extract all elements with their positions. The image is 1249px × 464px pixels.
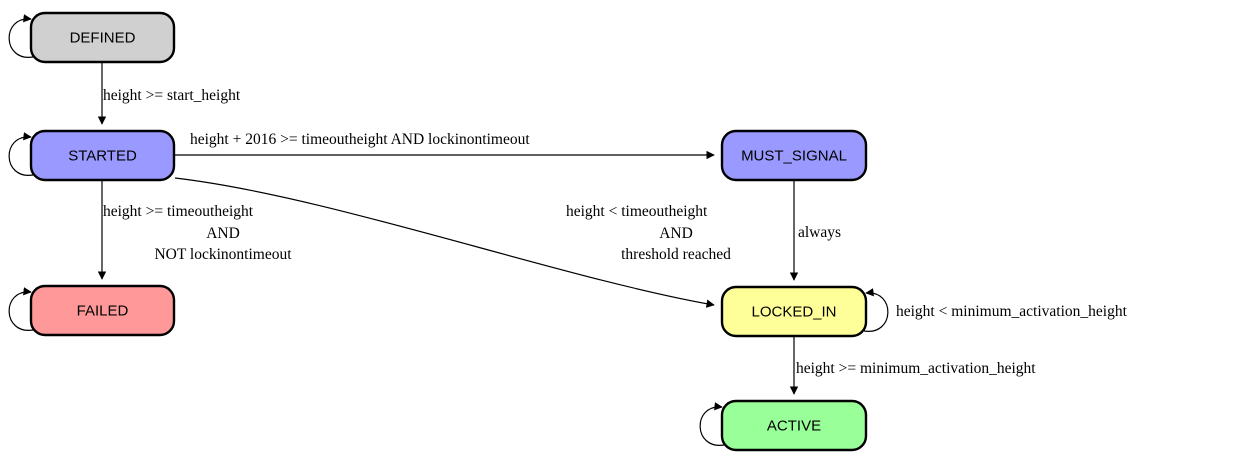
state-label-started: STARTED	[68, 147, 137, 164]
state-label-must-signal: MUST_SIGNAL	[741, 147, 847, 164]
edge-label-started-to-failed: height >= timeoutheight AND NOT lockinon…	[103, 203, 292, 263]
edge-label-line: AND	[659, 225, 693, 242]
state-node-defined[interactable]: DEFINED	[29, 11, 176, 64]
edge-label-line: threshold reached	[621, 246, 731, 263]
state-label-locked-in: LOCKED_IN	[751, 303, 836, 320]
state-box-active[interactable]	[720, 399, 868, 452]
state-box-started[interactable]	[29, 129, 176, 182]
edge-label-line: always	[798, 224, 841, 241]
state-node-locked-in[interactable]: LOCKED_IN	[720, 285, 868, 338]
self-loop-failed	[8, 287, 34, 331]
self-loop-active	[699, 402, 725, 446]
state-node-active[interactable]: ACTIVE	[720, 399, 868, 452]
state-node-failed[interactable]: FAILED	[29, 284, 176, 337]
edge-label-locked-in-to-active: height >= minimum_activation_height	[796, 360, 1036, 377]
edge-label-line: height < timeoutheight	[566, 203, 708, 220]
self-loop-started	[8, 132, 34, 176]
state-box-defined[interactable]	[29, 11, 176, 64]
state-box-must-signal[interactable]	[720, 129, 868, 182]
edge-label-locked-in-self-loop: height < minimum_activation_height	[896, 303, 1128, 320]
state-box-failed[interactable]	[29, 284, 176, 337]
edge-label-line: NOT lockinontimeout	[154, 246, 292, 263]
edge-label-started-to-locked-in: height < timeoutheight AND threshold rea…	[566, 203, 731, 263]
state-box-locked-in[interactable]	[720, 285, 868, 338]
edge-label-defined-to-started: height >= start_height	[103, 87, 241, 104]
self-loop-defined	[8, 14, 34, 58]
self-loop-locked-in	[863, 288, 889, 332]
state-node-must-signal[interactable]: MUST_SIGNAL	[720, 129, 868, 182]
edge-started-to-locked-in	[174, 177, 715, 308]
edge-label-line: height >= minimum_activation_height	[796, 360, 1036, 377]
edge-label-line: AND	[206, 225, 240, 242]
edge-label-line: height < minimum_activation_height	[896, 303, 1128, 320]
edge-label-line: height >= timeoutheight	[103, 203, 254, 220]
state-label-active: ACTIVE	[767, 417, 821, 434]
edge-label-line: height + 2016 >= timeoutheight AND locki…	[190, 131, 530, 148]
state-label-defined: DEFINED	[70, 29, 136, 46]
edge-label-line: height >= start_height	[103, 87, 241, 104]
edge-label-started-to-must-signal: height + 2016 >= timeoutheight AND locki…	[190, 131, 530, 148]
state-label-failed: FAILED	[77, 302, 129, 319]
edge-label-must-signal-to-locked-in: always	[798, 224, 841, 241]
state-node-started[interactable]: STARTED	[29, 129, 176, 182]
